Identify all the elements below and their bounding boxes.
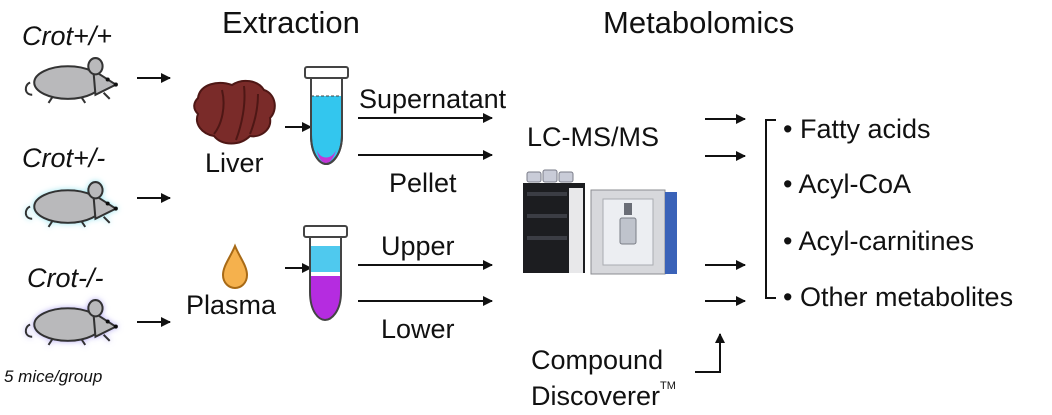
liver-label: Liver bbox=[205, 148, 264, 178]
group-size-note: 5 mice/group bbox=[4, 367, 103, 386]
lcms-instrument-icon bbox=[523, 169, 677, 275]
mouse-wt-icon bbox=[24, 57, 119, 104]
liver-tube-icon bbox=[304, 66, 349, 166]
fraction-upper-label: Upper bbox=[381, 231, 455, 261]
header-metabolomics: Metabolomics bbox=[603, 5, 795, 40]
arrow-software bbox=[695, 333, 725, 373]
fraction-supernatant-label: Supernatant bbox=[359, 84, 507, 114]
output-item: • Other metabolites bbox=[783, 282, 1014, 312]
output-item: • Acyl-CoA bbox=[783, 169, 911, 199]
liver-icon bbox=[193, 79, 276, 145]
genotype-wt-label: Crot+/+ bbox=[22, 21, 113, 51]
genotype-het-label: Crot+/- bbox=[22, 143, 106, 173]
output-item: • Fatty acids bbox=[783, 114, 931, 144]
instrument-label: LC-MS/MS bbox=[527, 122, 660, 152]
trademark-mark: TM bbox=[660, 380, 676, 392]
fraction-lower-label: Lower bbox=[381, 314, 455, 344]
mouse-ko-icon bbox=[24, 299, 119, 346]
mouse-het-icon bbox=[24, 181, 119, 228]
output-bracket bbox=[765, 119, 776, 299]
output-item: • Acyl-carnitines bbox=[783, 226, 975, 256]
plasma-drop-icon bbox=[221, 243, 249, 290]
software-label-line1: Compound bbox=[531, 345, 664, 375]
plasma-label: Plasma bbox=[186, 290, 277, 320]
software-label-line2: DiscovererTM bbox=[531, 380, 676, 411]
fraction-pellet-label: Pellet bbox=[389, 168, 457, 198]
header-extraction: Extraction bbox=[222, 5, 360, 40]
plasma-tube-icon bbox=[303, 225, 348, 322]
genotype-ko-label: Crot-/- bbox=[27, 263, 104, 293]
